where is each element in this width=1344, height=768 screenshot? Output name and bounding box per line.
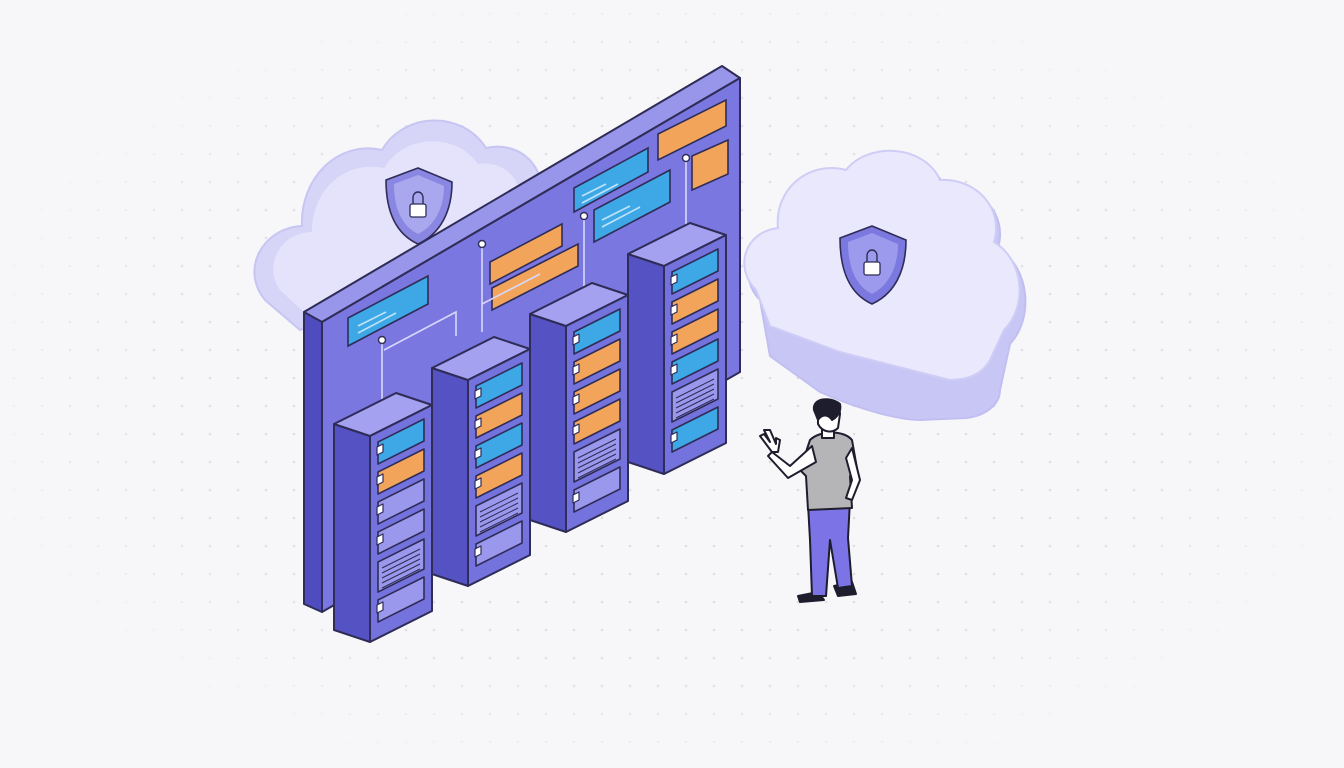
pants [807, 499, 853, 597]
cloud-left [253, 119, 543, 332]
rack-slot-blue [475, 362, 523, 409]
rack-led [474, 545, 482, 558]
server-rack [333, 392, 433, 643]
vent-line [675, 388, 715, 409]
rack-led [376, 601, 384, 614]
rack-side [431, 367, 469, 587]
panel-card-blue [347, 274, 429, 348]
vent-line [577, 448, 617, 469]
vent-line [381, 548, 421, 569]
rack-led [376, 503, 384, 516]
rack-side [529, 313, 567, 533]
shield-lock-icon [839, 225, 907, 305]
rack-slot-blue [573, 308, 621, 355]
person [759, 398, 861, 603]
rack-led [670, 303, 678, 316]
rack-slot-blue [671, 338, 719, 385]
vent-line [381, 568, 421, 589]
rack-led [572, 363, 580, 376]
rack-led [376, 443, 384, 456]
rack-led [474, 417, 482, 430]
vent-line [479, 497, 519, 518]
rack-slot-orange [573, 368, 621, 415]
panel-card-blue [593, 168, 671, 244]
rack-slot-orange [475, 452, 523, 499]
rack-slot-purple [475, 520, 523, 567]
arm-back [845, 447, 861, 501]
rack-led [474, 447, 482, 460]
panel-card-blue [573, 146, 649, 214]
arm [767, 445, 817, 479]
vent-line [675, 393, 715, 414]
rack-slot-blue [377, 418, 425, 465]
rack-slot-blue [671, 406, 719, 453]
server-racks [333, 222, 727, 643]
rack-led [572, 333, 580, 346]
vent-line [577, 438, 617, 459]
rack-led [670, 363, 678, 376]
panel-card-orange [489, 222, 563, 286]
rack-slot-purple [573, 466, 621, 513]
rack-slot-purple [377, 478, 425, 525]
rack-slot-purple [377, 576, 425, 623]
shirt [799, 431, 859, 511]
vent-line [479, 502, 519, 523]
vent-line [675, 398, 715, 419]
vent-line [479, 512, 519, 533]
rack-slot-orange [377, 448, 425, 495]
vent-line [577, 453, 617, 474]
rack-slot-blue [475, 422, 523, 469]
panel-card-orange [691, 138, 729, 192]
vent-line [675, 383, 715, 404]
vent-line [577, 443, 617, 464]
cloud-right [743, 149, 1027, 422]
rack-led [670, 273, 678, 286]
rack-led [670, 333, 678, 346]
panel-card-orange [657, 98, 727, 162]
vent-line [479, 492, 519, 513]
rack-led [474, 477, 482, 490]
rack-slot-orange [573, 338, 621, 385]
vent-line [381, 553, 421, 574]
vent-line [479, 507, 519, 528]
rack-slot-orange [671, 278, 719, 325]
rack-led [670, 431, 678, 444]
rack-led [474, 387, 482, 400]
hand [759, 429, 781, 453]
rack-side [627, 253, 665, 475]
vent-line [675, 378, 715, 399]
rack-side [333, 423, 371, 643]
rack-led [572, 393, 580, 406]
rack-slot-purple [377, 508, 425, 555]
rack-slot-blue [671, 248, 719, 295]
server-rack [627, 222, 727, 475]
vent-line [577, 458, 617, 479]
hair [812, 398, 842, 421]
shield-lock-icon [385, 167, 453, 245]
rack-slot-orange [573, 398, 621, 445]
rack-slot-orange [475, 392, 523, 439]
rack-led [376, 473, 384, 486]
rack-led [572, 491, 580, 504]
rack-led [376, 533, 384, 546]
vent-line [381, 558, 421, 579]
server-rack [431, 336, 531, 587]
vent-line [381, 563, 421, 584]
rack-led [572, 423, 580, 436]
rack-slot-orange [671, 308, 719, 355]
server-rack [529, 282, 629, 533]
